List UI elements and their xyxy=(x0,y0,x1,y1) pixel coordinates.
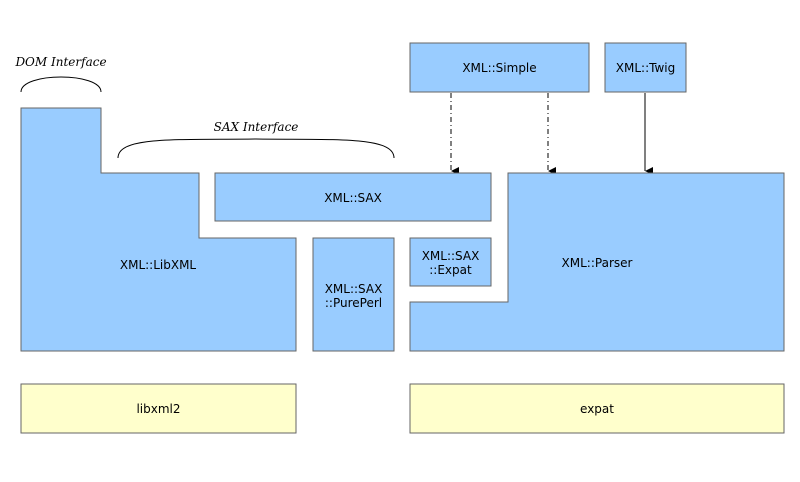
sax-interface-label: SAX Interface xyxy=(214,120,299,134)
expat-box xyxy=(409,383,785,434)
xml-sax-box xyxy=(214,172,492,222)
xml-parser-shape xyxy=(409,172,785,352)
xml-sax-pureperl-label-line2: ::PurePerl xyxy=(325,296,382,310)
xml-libxml-shape xyxy=(20,107,297,352)
xml-twig-label: XML::Twig xyxy=(616,61,675,75)
dom-interface-brace xyxy=(20,76,102,93)
xml-sax-expat-label-line1: XML::SAX xyxy=(422,249,480,263)
xml-simple-box xyxy=(409,42,590,93)
xml-simple-label: XML::Simple xyxy=(462,61,536,75)
xml-parser-label: XML::Parser xyxy=(562,256,633,270)
libxml2-label: libxml2 xyxy=(136,402,180,416)
expat-label: expat xyxy=(580,402,614,416)
xml-libxml-label: XML::LibXML xyxy=(120,258,197,272)
dom-interface-label: DOM Interface xyxy=(14,55,106,69)
xml-sax-pureperl-label-line1: XML::SAX xyxy=(325,282,383,296)
xml-sax-label: XML::SAX xyxy=(324,191,382,205)
libxml2-box xyxy=(20,383,297,434)
xml-sax-expat-label-line2: ::Expat xyxy=(429,263,472,277)
xml-sax-expat-box xyxy=(409,237,492,287)
sax-interface-brace xyxy=(117,138,395,159)
xml-twig-box xyxy=(604,42,687,93)
xml-sax-pureperl-box xyxy=(312,237,395,352)
